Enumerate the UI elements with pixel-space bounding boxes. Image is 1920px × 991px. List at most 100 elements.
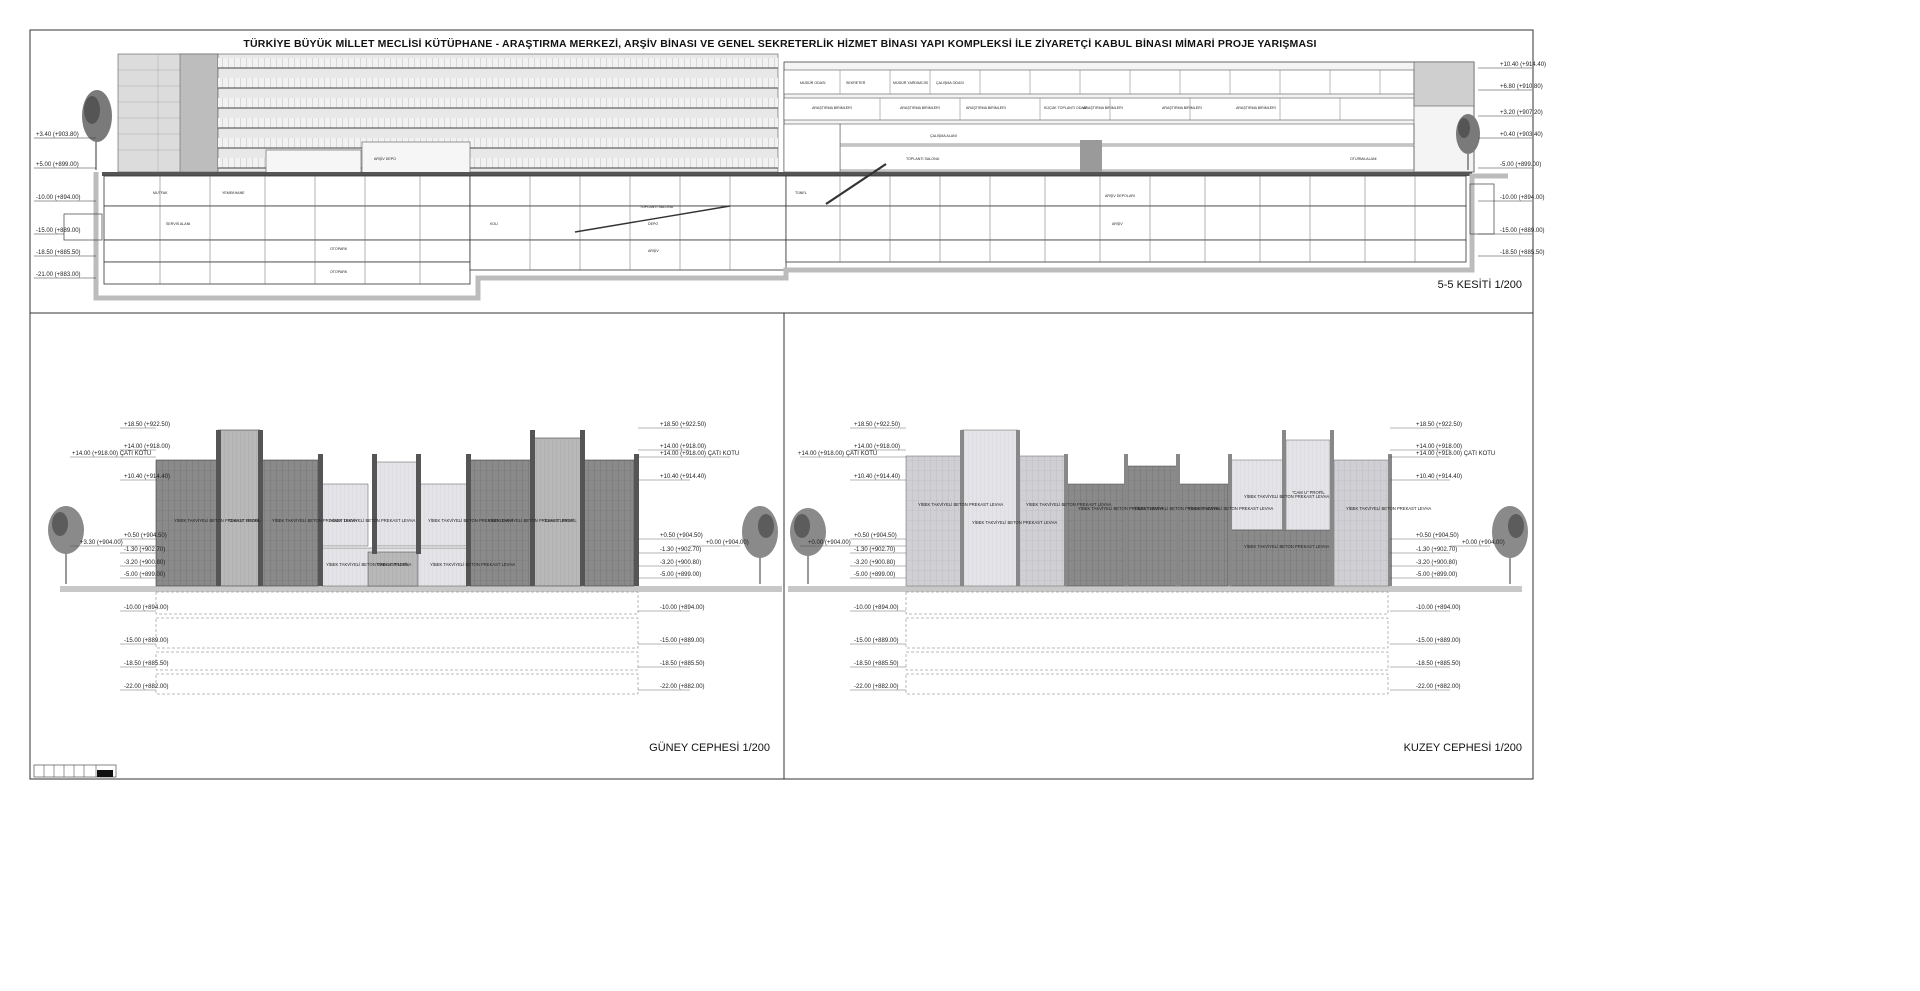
level-marker: +18.50 (+922.50) (124, 422, 170, 428)
facade-panel (1065, 483, 1127, 587)
level-marker: -3.20 (+900.80) (1416, 560, 1457, 566)
material-label: YİBEK TAKVİYELİ BETON PREKAST LEVHA (428, 518, 514, 523)
entrance-panel (367, 551, 419, 587)
upper-block-left (117, 53, 779, 173)
facade-panel (1125, 465, 1179, 587)
foundation-outline (93, 172, 1508, 301)
material-label: "CAM U" PROFİL (1292, 490, 1325, 495)
basement-levels (103, 163, 1467, 285)
south-levels-right: +18.50 (+922.50) +14.00 (+918.00) +14.00… (638, 422, 749, 691)
level-marker: -18.50 (+885.50) (660, 661, 705, 667)
level-marker: -22.00 (+882.00) (854, 684, 899, 690)
facade-panel (1017, 455, 1067, 587)
level-marker: +14.00 (+918.00) (854, 444, 900, 450)
tree-icon (48, 506, 84, 584)
level-marker: +0.00 (+904.00) (1462, 540, 1505, 546)
room-label: ARŞİV (648, 248, 659, 253)
north-levels-left: +18.50 (+922.50) +14.00 (+918.00) +14.00… (798, 422, 906, 691)
level-marker: -10.00 (+894.00) (1500, 195, 1545, 201)
upper-room-block (361, 141, 471, 175)
room-label: ARAŞTIRMA BİRİMLERİ (900, 105, 940, 110)
upper-room-block (265, 149, 362, 175)
level-marker: +3.20 (+907.20) (1500, 110, 1543, 116)
level-marker: +10.40 (+914.40) (660, 474, 706, 480)
level-marker: +14.00 (+918.00) ÇATI KOTU (1416, 451, 1495, 457)
level-marker: -22.00 (+882.00) (124, 684, 169, 690)
level-marker: -18.50 (+885.50) (854, 661, 899, 667)
room-label: OTURMA ALANI (1350, 157, 1377, 161)
ground-line (788, 586, 1522, 592)
level-marker: +14.00 (+918.00) (124, 444, 170, 450)
level-marker: +10.40 (+914.40) (854, 474, 900, 480)
room-label: MÜDÜR ODASI (800, 81, 826, 85)
facade-panel (259, 459, 319, 587)
room-label: ARAŞTIRMA BİRİMLERİ (1236, 105, 1276, 110)
south-levels-left: +18.50 (+922.50) +14.00 (+918.00) +14.00… (70, 422, 170, 691)
level-marker: -1.30 (+902.70) (660, 547, 701, 553)
material-label: YİBEK TAKVİYELİ BETON PREKAST LEVHA (430, 562, 516, 567)
level-marker: -3.20 (+900.80) (660, 560, 701, 566)
room-label: ARAŞTIRMA BİRİMLERİ (812, 105, 852, 110)
level-marker: -10.00 (+894.00) (124, 605, 169, 611)
level-marker: -10.00 (+894.00) (854, 605, 899, 611)
level-marker: -15.00 (+889.00) (1416, 638, 1461, 644)
level-marker: +0.50 (+904.50) (660, 533, 703, 539)
material-label: YİBEK TAKVİYELİ BETON PREKAST LEVHA (330, 518, 416, 523)
level-marker: -3.20 (+900.80) (124, 560, 165, 566)
level-marker: -5.00 (+899.00) (1500, 162, 1541, 168)
ground-line (60, 586, 782, 592)
facade-panel (1229, 529, 1335, 587)
level-marker: -18.50 (+885.50) (1416, 661, 1461, 667)
material-label: "CAM U" PROFİL (228, 518, 261, 523)
level-marker: +3.40 (+903.80) (36, 132, 79, 138)
material-label: YİBEK TAKVİYELİ BETON PREKAST LEVHA (1244, 544, 1330, 549)
level-marker: -10.00 (+894.00) (36, 195, 81, 201)
facade-panel (583, 459, 635, 587)
tree-icon (1492, 506, 1528, 584)
material-label: "CAM U" PROFİL (544, 518, 577, 523)
material-label: YİBEK TAKVİYELİ BETON PREKAST LEVHA (1188, 506, 1274, 511)
room-label: ARŞİV DEPO (374, 156, 396, 161)
room-label: SERVİS ALANI (166, 221, 190, 226)
room-label: TÜNEL (795, 191, 807, 195)
level-marker: -15.00 (+889.00) (854, 638, 899, 644)
room-label: KOLİ (490, 221, 498, 226)
tree-icon (790, 508, 826, 584)
room-label: OTOPARK (330, 247, 348, 251)
level-marker: -15.00 (+889.00) (36, 228, 81, 234)
room-label: ARŞİV DEPOLARI (1105, 193, 1135, 198)
facade-panel (469, 459, 533, 587)
level-marker: +18.50 (+922.50) (854, 422, 900, 428)
north-levels-right: +18.50 (+922.50) +14.00 (+918.00) +14.00… (1390, 422, 1505, 691)
level-marker: +14.00 (+918.00) ÇATI KOTU (798, 451, 877, 457)
room-label: SEKRETER (846, 81, 866, 85)
room-label: DEPO (648, 222, 658, 226)
material-label: YİBEK TAKVİYELİ BETON PREKAST LEVHA (174, 518, 260, 523)
level-marker: -15.00 (+889.00) (124, 638, 169, 644)
material-label: "CAM U" PROFİL (376, 562, 409, 567)
basement-outline (905, 591, 1389, 695)
south-elevation-title: GÜNEY CEPHESİ 1/200 (649, 741, 770, 754)
level-marker: +10.40 (+914.40) (1416, 474, 1462, 480)
tree-icon (1456, 114, 1480, 170)
material-label: YİBEK TAKVİYELİ BETON PREKAST LEVHA (972, 520, 1058, 525)
level-marker: +5.00 (+899.00) (36, 162, 79, 168)
level-marker: +18.50 (+922.50) (1416, 422, 1462, 428)
scale-bar (33, 764, 117, 778)
level-marker: +14.00 (+918.00) (660, 444, 706, 450)
facade-fins (960, 430, 1392, 586)
level-marker: -5.00 (+899.00) (124, 572, 165, 578)
facade-panel (155, 459, 219, 587)
tree-icon (742, 506, 778, 584)
section-levels-right: +10.40 (+914.40) +6.80 (+910.80) +3.20 (… (1478, 62, 1546, 257)
room-label: ÇALIŞMA ODASI (936, 81, 964, 85)
material-label: YİBEK TAKVİYELİ BETON PREKAST LEVHA (918, 502, 1004, 507)
level-marker: -21.00 (+883.00) (36, 272, 81, 278)
tree-icon (82, 90, 112, 170)
room-label: MUTFAK (153, 191, 168, 195)
level-marker: +0.00 (+904.00) (808, 540, 851, 546)
level-marker: +14.00 (+918.00) ÇATI KOTU (660, 451, 739, 457)
material-label: YİBEK TAKVİYELİ BETON PREKAST LEVHA (1026, 502, 1112, 507)
level-marker: +3.30 (+904.00) (80, 540, 123, 546)
window-bands (218, 58, 778, 168)
